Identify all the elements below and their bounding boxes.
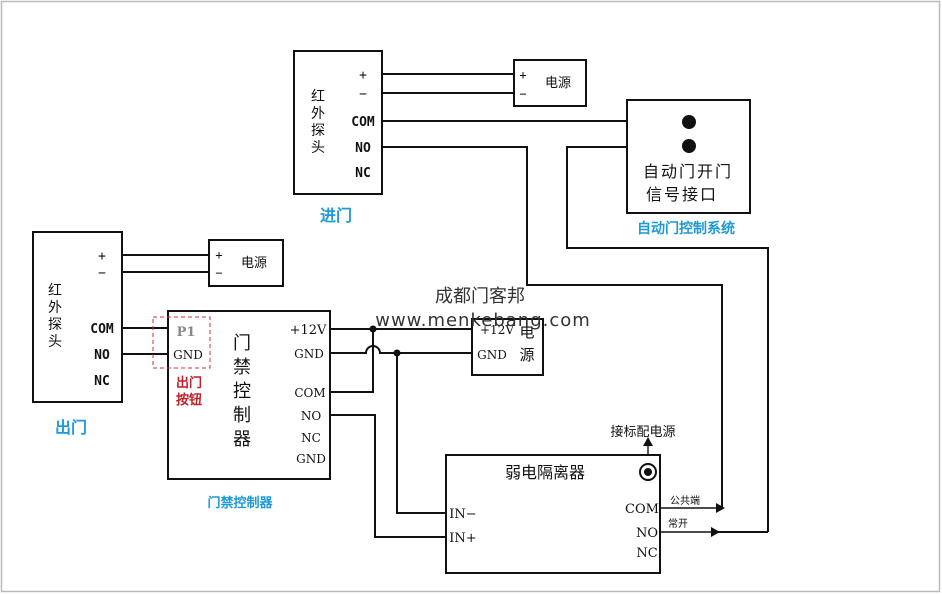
watermark-line2: www.menkebang.com <box>375 310 591 331</box>
probe-out-term-com: COM <box>90 322 114 337</box>
exit-button-term-p1: P1 <box>177 325 196 340</box>
auto-door-terminal-1 <box>682 115 696 129</box>
controller-title-1: 禁 <box>233 357 251 378</box>
auto-door-caption: 自动门控制系统 <box>637 220 735 237</box>
isolator-power-note: 接标配电源 <box>610 424 675 440</box>
controller-term-nc: NC <box>301 431 321 445</box>
arrow-no <box>711 527 720 537</box>
isolator-out-no: NO <box>636 526 658 541</box>
controller-title-3: 制 <box>233 405 251 426</box>
psu12-label-1: 源 <box>519 346 534 364</box>
exit-button-caption-2: 按钮 <box>176 392 202 408</box>
wires <box>122 73 769 538</box>
watermark-line1: 成都门客邦 <box>435 286 525 307</box>
isolator-in-minus: IN− <box>449 507 476 522</box>
controller-term-com: COM <box>294 386 325 400</box>
psu12-term-12v: +12V <box>480 323 514 337</box>
probe-out-term-plus: + <box>98 249 106 264</box>
controller-term-12v: +12V <box>290 323 327 338</box>
exit-button-highlight <box>152 316 211 369</box>
probe-out-caption: 出门 <box>55 418 87 437</box>
probe-in-caption: 进门 <box>320 206 352 225</box>
psu12: +12V GND 电 源 <box>471 318 544 376</box>
psu12-box <box>471 318 544 376</box>
arrow-com <box>716 503 725 513</box>
power-small-1-plus: + <box>519 68 526 82</box>
auto-door-terminal-2 <box>682 139 696 153</box>
probe-out-title-3: 头 <box>48 334 62 350</box>
probe-in-term-plus: + <box>359 68 367 83</box>
probe-out-title-1: 外 <box>48 300 62 316</box>
probe-out-box <box>32 231 123 403</box>
arrow-power-note <box>643 437 653 446</box>
probe-out-term-minus: − <box>98 266 106 281</box>
power-small-2-minus: − <box>215 266 222 280</box>
probe-in-title-1: 外 <box>311 106 325 122</box>
controller-box <box>167 310 331 480</box>
isolator: 弱电隔离器 接标配电源 IN− IN+ COM NO NC 公共端 常开 <box>445 424 700 574</box>
wire-ctrl-no-in-plus <box>330 414 446 538</box>
isolator-in-plus: IN+ <box>449 531 476 546</box>
wire-probe-in-no <box>382 146 723 508</box>
power-small-2-box <box>208 239 284 287</box>
wire-gnd-in-minus <box>396 353 446 514</box>
power-small-2-plus: + <box>215 248 222 262</box>
isolator-box <box>445 454 661 574</box>
probe-out: 红 外 探 头 + − COM NO NC 出门 <box>32 231 123 437</box>
watermark: 成都门客邦 www.menkebang.com <box>375 286 591 331</box>
psu12-label-0: 电 <box>519 323 534 341</box>
probe-in-title-2: 探 <box>311 123 325 139</box>
isolator-wire-com-label: 公共端 <box>670 494 700 507</box>
probe-in-title-0: 红 <box>311 89 325 105</box>
auto-door: 自动门开门 信号接口 自动门控制系统 <box>626 99 751 237</box>
controller: P1 GND 出门 按钮 门 禁 控 制 器 +12V GND COM NO N… <box>152 310 331 511</box>
power-small-1-box <box>513 59 587 107</box>
controller-title-4: 器 <box>233 429 251 450</box>
probe-in: 红 外 探 头 + − COM NO NC 进门 <box>293 50 383 225</box>
controller-title-0: 门 <box>233 333 251 354</box>
controller-caption: 门禁控制器 <box>207 495 273 511</box>
probe-in-term-no: NO <box>355 141 371 156</box>
probe-out-title-2: 探 <box>48 317 62 333</box>
controller-term-gnd2: GND <box>296 452 326 466</box>
power-small-1-minus: − <box>519 87 526 101</box>
isolator-out-nc: NC <box>636 546 657 561</box>
isolator-power-jack-core <box>644 468 652 476</box>
probe-in-term-minus: − <box>359 87 367 102</box>
probe-in-term-com: COM <box>351 115 375 130</box>
probe-in-title-3: 头 <box>311 140 325 156</box>
isolator-wire-no-label: 常开 <box>668 517 688 530</box>
junction-gnd <box>393 349 401 357</box>
auto-door-line1: 自动门开门 <box>643 162 733 181</box>
wire-auto-door-2 <box>566 146 769 532</box>
controller-term-gnd1: GND <box>294 347 324 361</box>
probe-out-title-0: 红 <box>48 283 62 299</box>
wire-ctrl-gnd <box>330 345 472 354</box>
isolator-title: 弱电隔离器 <box>505 463 585 482</box>
junction-12v <box>369 325 377 333</box>
auto-door-line2: 信号接口 <box>646 185 718 204</box>
power-small-2: + − 电源 <box>208 239 284 287</box>
probe-out-term-no: NO <box>94 348 110 363</box>
isolator-out-com: COM <box>625 502 659 517</box>
probe-out-term-nc: NC <box>94 374 110 389</box>
power-small-2-label: 电源 <box>241 256 267 271</box>
exit-button-term-gnd: GND <box>173 348 203 362</box>
probe-in-box <box>293 50 383 195</box>
controller-title-2: 控 <box>233 381 251 402</box>
power-small-1-label: 电源 <box>545 76 571 91</box>
exit-button-caption-1: 出门 <box>176 375 202 391</box>
wire-ctrl-com <box>330 329 374 393</box>
power-small-1: + − 电源 <box>513 59 587 107</box>
controller-term-no: NO <box>301 409 322 423</box>
psu12-term-gnd: GND <box>477 348 507 362</box>
probe-in-term-nc: NC <box>355 166 371 181</box>
